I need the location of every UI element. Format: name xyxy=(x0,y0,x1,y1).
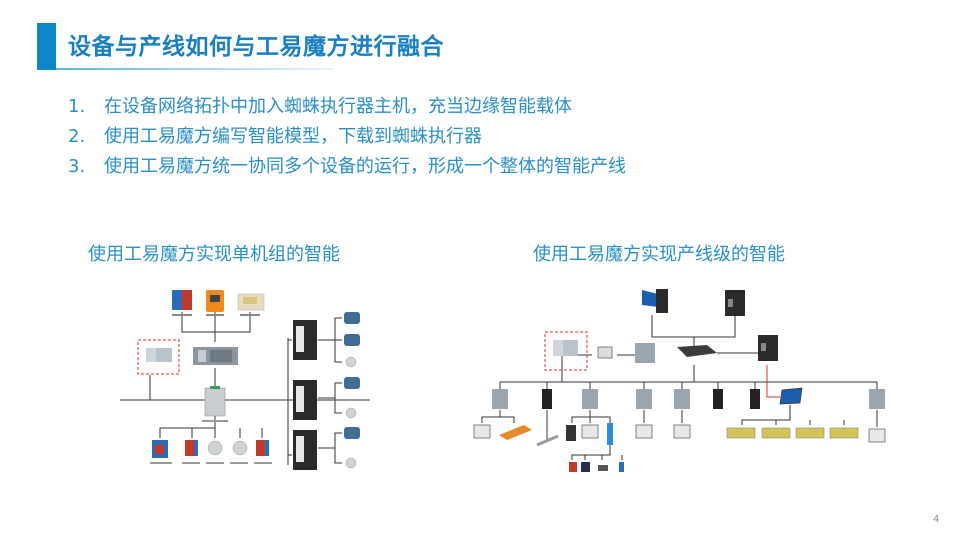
sensor-device-icon xyxy=(172,290,192,310)
list-number: 1. xyxy=(68,96,86,117)
photo-sensor-icon xyxy=(185,440,198,456)
slide-title: 设备与产线如何与工易魔方进行融合 xyxy=(68,34,444,60)
server-icon xyxy=(725,290,745,316)
io-module-icon xyxy=(607,423,613,445)
motor-icon xyxy=(344,334,360,346)
plc-icon xyxy=(582,389,598,409)
sensor-icon xyxy=(569,462,577,472)
photo-sensor-icon xyxy=(256,440,269,456)
spider-executor-highlight xyxy=(137,339,180,375)
hmi-panel-icon xyxy=(597,346,613,359)
left-diagram-caption: 使用工易魔方实现单机组的智能 xyxy=(88,244,340,265)
plc-icon xyxy=(636,389,652,409)
encoder-icon xyxy=(345,356,357,368)
conveyor-icon xyxy=(499,425,532,440)
servo-drive-icon xyxy=(293,320,317,360)
server-icon xyxy=(758,335,778,361)
single-unit-topology-diagram xyxy=(120,290,370,470)
machining-cell-icon xyxy=(829,427,859,439)
list-text: 使用工易魔方编写智能模型，下载到蜘蛛执行器 xyxy=(104,126,482,147)
motor-icon xyxy=(344,312,360,324)
servo-drive-icon xyxy=(293,430,317,470)
linear-guide-icon xyxy=(536,434,559,447)
encoder-icon xyxy=(232,440,248,456)
hmi-panel-icon xyxy=(635,424,653,439)
servo-drive-icon xyxy=(293,380,317,420)
machining-cell-icon xyxy=(795,427,825,439)
right-diagram-caption: 使用工易魔方实现产线级的智能 xyxy=(533,244,785,265)
encoder-icon xyxy=(207,440,223,456)
production-line-topology-diagram xyxy=(473,289,886,472)
hmi-panel-icon xyxy=(581,424,599,439)
controller-icon xyxy=(750,389,760,409)
controller-icon xyxy=(713,389,723,409)
list-number: 3. xyxy=(68,156,86,177)
machining-cell-icon xyxy=(726,427,756,439)
hmi-panel-icon xyxy=(868,428,886,443)
sensor-icon xyxy=(581,462,590,472)
bullet-list: 1. 在设备网络拓扑中加入蜘蛛执行器主机，充当边缘智能载体 2. 使用工易魔方编写智… xyxy=(68,93,626,183)
motor-icon xyxy=(344,427,360,439)
controller-device-icon xyxy=(237,293,265,311)
controller-icon xyxy=(542,389,552,409)
list-item: 2. 使用工易魔方编写智能模型，下载到蜘蛛执行器 xyxy=(68,123,626,153)
industrial-switch-icon xyxy=(204,386,226,417)
encoder-icon xyxy=(345,407,357,419)
list-text: 使用工易魔方统一协同多个设备的运行，形成一个整体的智能产线 xyxy=(104,156,626,177)
monitoring-workstation-icon xyxy=(642,289,668,313)
list-item: 1. 在设备网络拓扑中加入蜘蛛执行器主机，充当边缘智能载体 xyxy=(68,93,626,123)
hmi-panel-icon xyxy=(673,424,691,439)
spider-executor-icon xyxy=(553,340,578,356)
camera-icon xyxy=(152,440,168,458)
plc-icon xyxy=(674,389,690,409)
plc-icon xyxy=(492,389,508,409)
plc-icon xyxy=(635,343,655,363)
tablet-icon xyxy=(779,387,803,405)
core-switch-icon xyxy=(677,345,717,357)
servo-drive-icon xyxy=(566,425,576,441)
machining-cell-icon xyxy=(761,427,791,439)
sensor-icon xyxy=(598,465,608,471)
list-item: 3. 使用工易魔方统一协同多个设备的运行，形成一个整体的智能产线 xyxy=(68,153,626,183)
page-number: 4 xyxy=(933,514,940,525)
encoder-icon xyxy=(345,457,357,469)
spider-executor-icon xyxy=(146,348,172,362)
motor-icon xyxy=(344,377,360,389)
list-text: 在设备网络拓扑中加入蜘蛛执行器主机，充当边缘智能载体 xyxy=(104,96,572,117)
meter-device-icon xyxy=(206,290,224,312)
title-accent-bar xyxy=(37,23,56,70)
plc-icon xyxy=(193,347,238,365)
spider-executor-highlight xyxy=(544,331,588,371)
hmi-panel-icon xyxy=(473,424,491,439)
title-underline xyxy=(56,68,334,70)
sensor-icon xyxy=(619,462,624,472)
plc-icon xyxy=(869,389,885,409)
list-number: 2. xyxy=(68,126,86,147)
